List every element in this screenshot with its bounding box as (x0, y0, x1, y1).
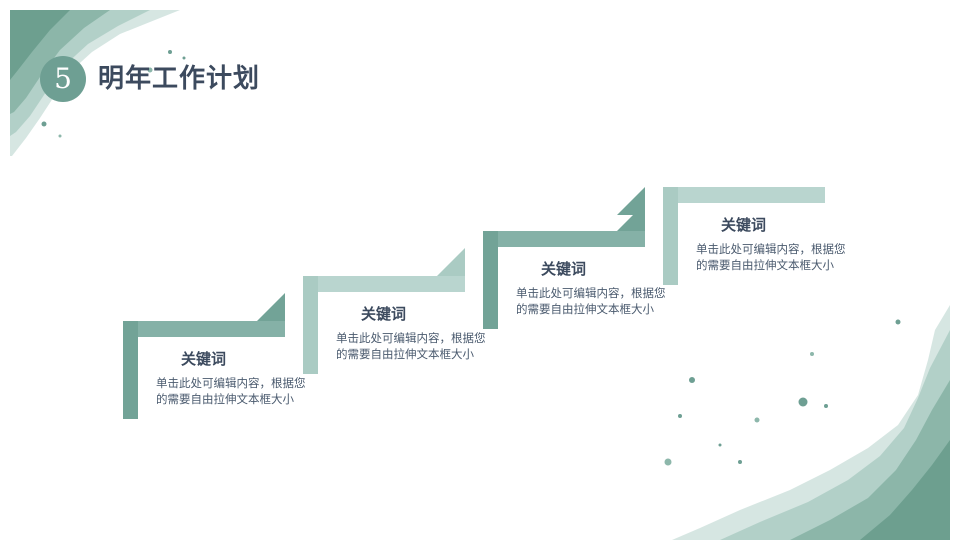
step-card-3: 关键词 单击此处可编辑内容，根据您的需要自由拉伸文本框大小 (483, 203, 693, 341)
step-corner-triangle (437, 248, 465, 276)
bottom-right-watercolor (664, 305, 950, 540)
step-side-bar (123, 321, 138, 419)
step-description[interactable]: 单击此处可编辑内容，根据您的需要自由拉伸文本框大小 (696, 242, 846, 272)
slide-number: 5 (54, 62, 72, 95)
page-title: 明年工作计划 (98, 64, 261, 94)
step-top-bar (663, 187, 825, 203)
step-description[interactable]: 单击此处可编辑内容，根据您的需要自由拉伸文本框大小 (156, 376, 306, 406)
step-keyword[interactable]: 关键词 (361, 305, 407, 323)
step-keyword[interactable]: 关键词 (541, 260, 587, 278)
step-card-2: 关键词 单击此处可编辑内容，根据您的需要自由拉伸文本框大小 (303, 248, 513, 386)
step-card-1: 关键词 单击此处可编辑内容，根据您的需要自由拉伸文本框大小 (123, 293, 333, 431)
step-keyword[interactable]: 关键词 (721, 216, 767, 234)
step-corner-triangle (617, 187, 645, 215)
slide-number-badge: 5 (40, 56, 86, 102)
step-top-bar (123, 321, 285, 337)
step-side-bar (483, 231, 498, 329)
step-description[interactable]: 单击此处可编辑内容，根据您的需要自由拉伸文本框大小 (336, 331, 486, 361)
step-side-bar (303, 276, 318, 374)
step-top-bar (303, 276, 465, 292)
step-top-bar (483, 231, 645, 247)
step-keyword[interactable]: 关键词 (181, 350, 227, 368)
step-card-4: 关键词 单击此处可编辑内容，根据您的需要自由拉伸文本框大小 (617, 187, 873, 297)
step-description[interactable]: 单击此处可编辑内容，根据您的需要自由拉伸文本框大小 (516, 286, 666, 316)
step-side-bar (663, 187, 678, 285)
step-corner-triangle (257, 293, 285, 321)
